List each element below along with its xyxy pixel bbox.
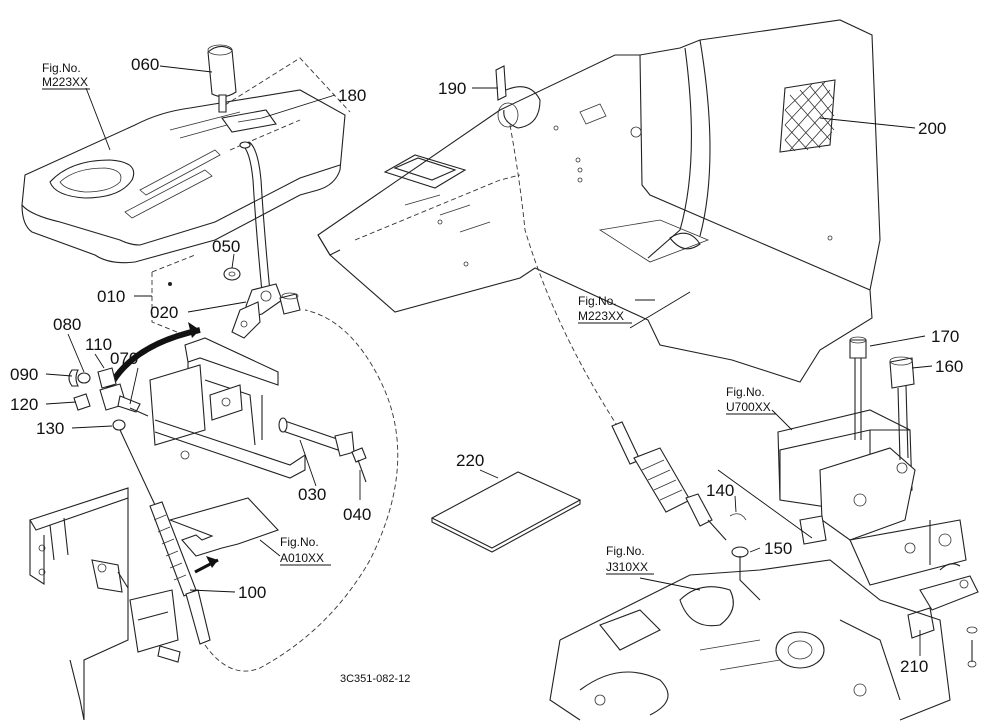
label-decal-200 bbox=[779, 79, 836, 153]
fig-ref-a010: Fig.No. A010XX bbox=[280, 535, 331, 566]
svg-text:U700XX: U700XX bbox=[726, 400, 771, 414]
part-label-040: 040 bbox=[343, 505, 371, 524]
floor-plate bbox=[317, 19, 881, 383]
part-label-170: 170 bbox=[931, 327, 959, 346]
part-label-180: 180 bbox=[338, 86, 366, 105]
part-label-210: 210 bbox=[900, 657, 928, 676]
fig-ref-m223-left: Fig.No. M223XX bbox=[42, 61, 90, 90]
frame-structure bbox=[29, 487, 181, 721]
transmission-housing bbox=[549, 559, 951, 721]
part-label-090: 090 bbox=[10, 365, 38, 384]
part-label-160: 160 bbox=[935, 357, 963, 376]
washer-050 bbox=[223, 267, 241, 281]
shift-lever bbox=[231, 141, 283, 339]
part-label-030: 030 bbox=[298, 485, 326, 504]
svg-text:Fig.No.: Fig.No. bbox=[606, 544, 645, 558]
shift-gate bbox=[221, 109, 277, 133]
svg-text:J310XX: J310XX bbox=[606, 560, 648, 574]
fig-ref-m223-right: Fig.No. M223XX bbox=[578, 294, 632, 324]
part-label-020: 020 bbox=[150, 303, 178, 322]
bolt-040 bbox=[351, 447, 367, 483]
fig-ref-u700: Fig.No. U700XX bbox=[726, 385, 776, 415]
svg-text:Fig.No.: Fig.No. bbox=[578, 294, 617, 308]
shaft-030 bbox=[278, 417, 355, 457]
part-label-140: 140 bbox=[706, 481, 734, 500]
drawing-code: 3C351-082-12 bbox=[340, 673, 410, 685]
mounting-bracket bbox=[149, 337, 306, 479]
cable-end bbox=[611, 421, 761, 601]
bushing-020 bbox=[279, 292, 301, 315]
part-label-110: 110 bbox=[85, 335, 112, 354]
shift-cable-100 bbox=[119, 309, 399, 672]
linkage-210 bbox=[907, 563, 979, 668]
group-bracket-010 bbox=[151, 254, 196, 335]
svg-text:Fig.No.: Fig.No. bbox=[280, 535, 319, 549]
cable-tie-190 bbox=[495, 65, 541, 129]
part-label-010: 010 bbox=[97, 287, 125, 306]
cable-route bbox=[509, 124, 621, 431]
part-label-200: 200 bbox=[918, 119, 946, 138]
part-label-060: 060 bbox=[131, 55, 159, 74]
bolt-160 bbox=[889, 356, 915, 461]
svg-text:M223XX: M223XX bbox=[42, 75, 88, 89]
leader-lines bbox=[45, 65, 933, 656]
valve-body bbox=[777, 409, 967, 586]
part-label-080: 080 bbox=[53, 315, 81, 334]
plate-a010 bbox=[168, 497, 279, 557]
bolt-170 bbox=[849, 336, 867, 440]
part-label-220: 220 bbox=[456, 451, 484, 470]
operator-manual-220 bbox=[430, 471, 582, 553]
svg-text:A010XX: A010XX bbox=[280, 551, 324, 565]
part-label-190: 190 bbox=[438, 79, 466, 98]
shift-knob bbox=[207, 44, 237, 113]
part-label-150: 150 bbox=[764, 539, 792, 558]
part-label-070: 070 bbox=[110, 349, 138, 368]
svg-text:Fig.No.: Fig.No. bbox=[42, 61, 81, 75]
small-hardware bbox=[68, 367, 149, 431]
part-label-130: 130 bbox=[36, 419, 64, 438]
svg-text:Fig.No.: Fig.No. bbox=[726, 385, 765, 399]
fig-ref-j310: Fig.No. J310XX bbox=[606, 544, 654, 575]
svg-text:M223XX: M223XX bbox=[578, 309, 624, 323]
part-label-050: 050 bbox=[212, 237, 240, 256]
part-label-120: 120 bbox=[10, 395, 38, 414]
part-label-100: 100 bbox=[238, 583, 266, 602]
